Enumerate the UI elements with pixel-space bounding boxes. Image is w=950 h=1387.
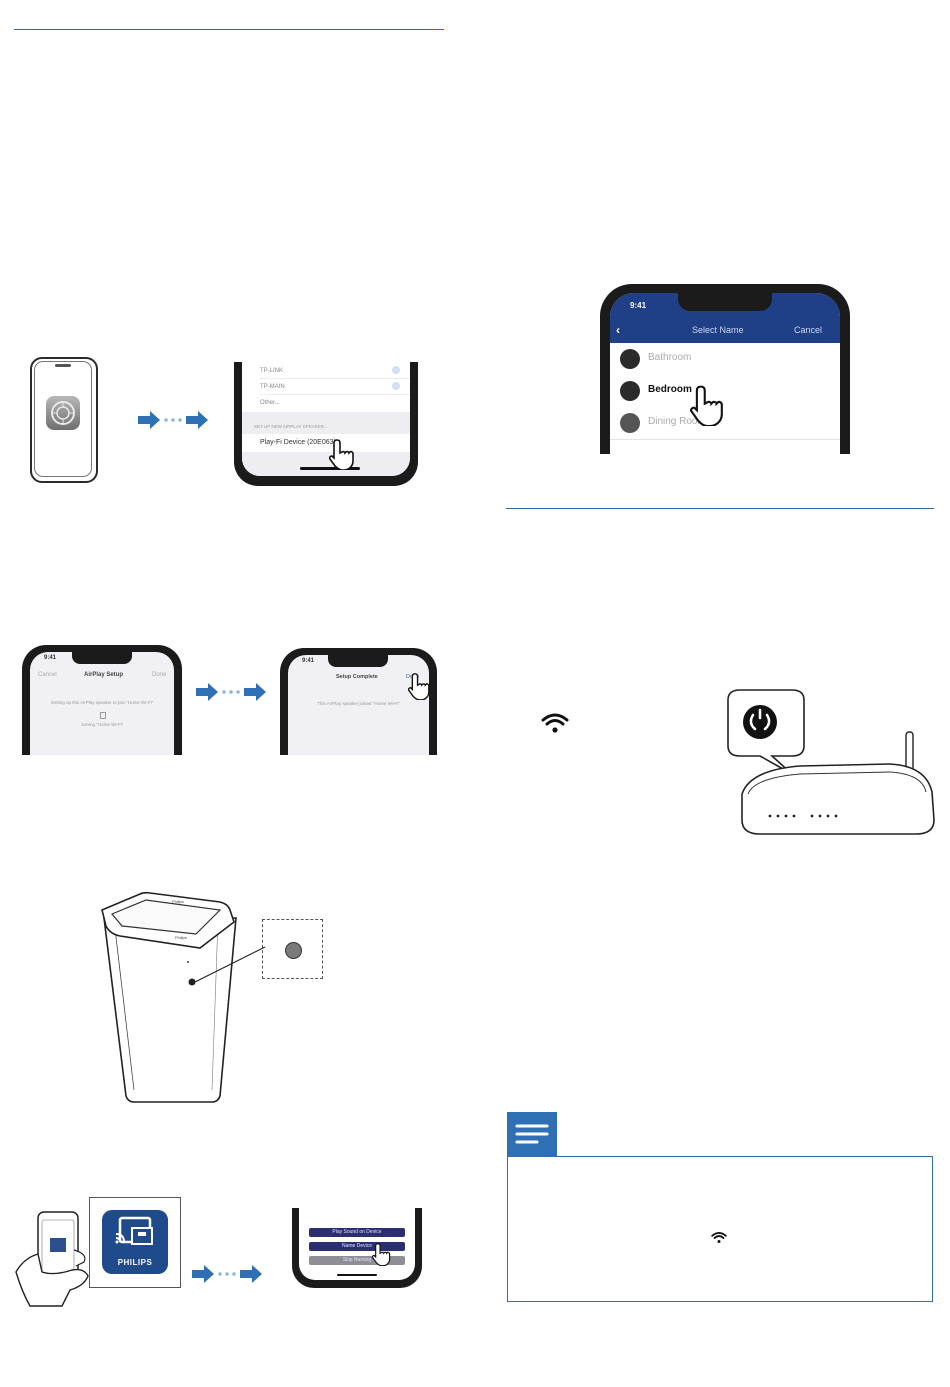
philips-app-icon[interactable]: PHILIPS bbox=[102, 1210, 168, 1274]
hand-pointer-icon bbox=[690, 384, 730, 431]
note-box bbox=[507, 1156, 933, 1302]
airplay-device-item[interactable]: Play-Fi Device (20E063) bbox=[260, 439, 336, 446]
router-illustration bbox=[720, 688, 940, 845]
setup-message: Setting up this AirPlay speaker to join … bbox=[50, 700, 154, 705]
hand-pointer-icon bbox=[407, 672, 434, 705]
note-tab bbox=[507, 1112, 557, 1156]
progress-text: Joining "Home Wi-Fi" bbox=[80, 722, 124, 727]
cancel-button[interactable]: Cancel bbox=[794, 325, 823, 335]
wifi-icon bbox=[541, 712, 569, 739]
section-header: SET UP NEW AIRPLAY SPEAKER... bbox=[254, 424, 328, 429]
brand-logo: Philips bbox=[175, 935, 187, 940]
callout-line bbox=[192, 945, 267, 990]
speaker-illustration bbox=[100, 890, 240, 1111]
wifi-list-item[interactable]: TP-LINK bbox=[260, 368, 284, 374]
name-device-button[interactable]: Name Device bbox=[309, 1242, 405, 1251]
step-arrow bbox=[138, 411, 208, 429]
phone-select-name: 9:41 ‹ Select Name Cancel Bathroom Bedro… bbox=[600, 284, 850, 454]
gear-icon bbox=[46, 396, 80, 430]
phone-airplay-setup: 9:41 Cancel AirPlay Setup Done Setting u… bbox=[22, 645, 182, 755]
brand-logo: Philips bbox=[172, 899, 184, 904]
hand-pointer-icon bbox=[328, 438, 359, 475]
phone-settings bbox=[30, 357, 98, 483]
phone-name-device: Play Sound on Device Name Device Skip Na… bbox=[292, 1208, 422, 1288]
back-chevron-icon[interactable]: ‹ bbox=[616, 323, 620, 337]
play-sound-button[interactable]: Play Sound on Device bbox=[309, 1228, 405, 1237]
status-time: 9:41 bbox=[630, 301, 647, 310]
complete-message: This AirPlay speaker joined "Home Wi-Fi" bbox=[317, 701, 400, 706]
section-divider bbox=[506, 508, 934, 509]
step-arrow bbox=[196, 683, 266, 701]
wps-icon bbox=[742, 704, 778, 740]
done-button[interactable]: Done bbox=[152, 672, 167, 678]
hand-holding-phone bbox=[14, 1210, 99, 1313]
select-name-title: Select Name bbox=[692, 325, 744, 335]
cancel-button[interactable]: Cancel bbox=[38, 672, 57, 678]
room-row-bathroom[interactable]: Bathroom bbox=[610, 343, 840, 376]
wifi-icon bbox=[711, 1231, 727, 1249]
wifi-list-item[interactable]: TP-MAIN bbox=[260, 384, 285, 390]
skip-naming-button[interactable]: Skip Naming bbox=[309, 1256, 405, 1265]
setup-title: AirPlay Setup bbox=[84, 672, 124, 678]
dining-icon bbox=[620, 413, 640, 433]
philips-brand: PHILIPS bbox=[117, 1258, 153, 1267]
bathtub-icon bbox=[620, 349, 640, 369]
section-divider bbox=[14, 29, 444, 30]
hand-pointer-icon bbox=[371, 1242, 394, 1271]
status-time: 9:41 bbox=[44, 655, 57, 661]
phone-setup-complete: 9:41 Setup Complete Done This AirPlay sp… bbox=[280, 648, 437, 755]
bed-icon bbox=[620, 381, 640, 401]
button-callout-box bbox=[262, 919, 323, 979]
room-row-dining[interactable]: Dining Room bbox=[610, 407, 840, 440]
philips-app-icon-frame: PHILIPS bbox=[89, 1197, 181, 1288]
wifi-list-item[interactable]: Other... bbox=[260, 400, 280, 406]
progress-icon bbox=[100, 712, 106, 719]
setup-complete-title: Setup Complete bbox=[336, 674, 378, 680]
note-icon bbox=[515, 1124, 549, 1144]
phone-airplay-list: TP-LINK TP-MAIN Other... SET UP NEW AIRP… bbox=[234, 362, 418, 486]
step-arrow bbox=[192, 1265, 262, 1283]
wps-button bbox=[285, 942, 302, 959]
status-time: 9:41 bbox=[302, 658, 315, 664]
room-row-bedroom[interactable]: Bedroom bbox=[610, 375, 840, 408]
